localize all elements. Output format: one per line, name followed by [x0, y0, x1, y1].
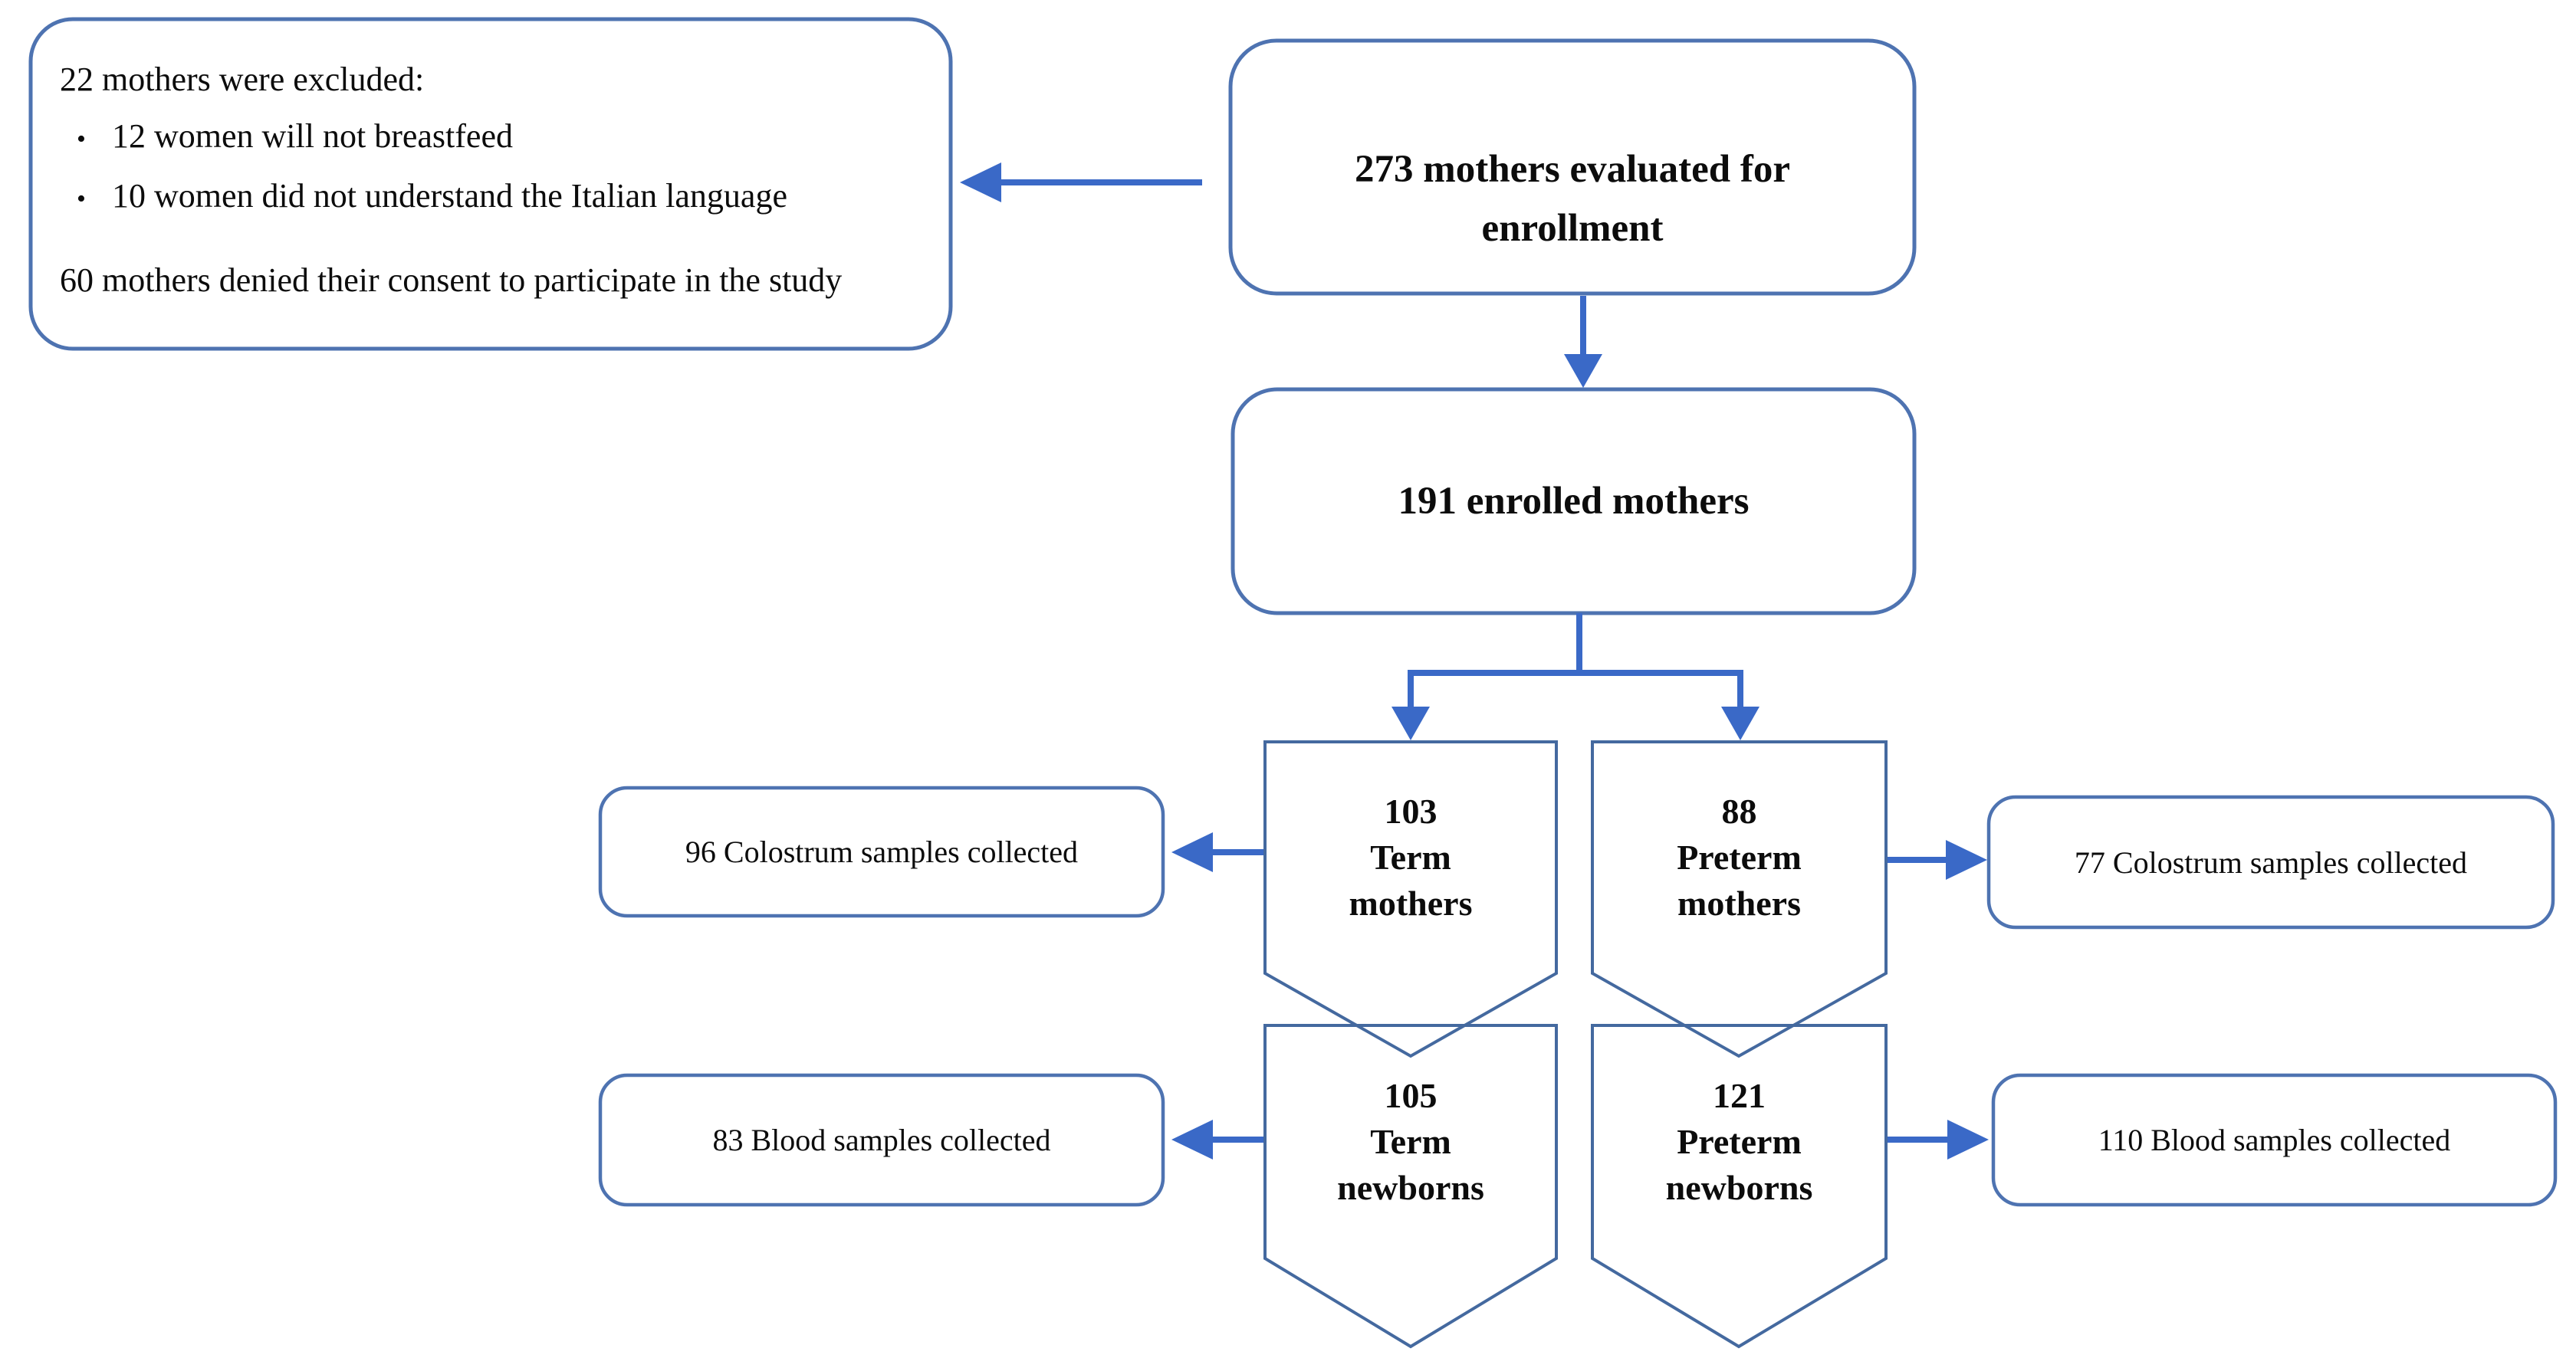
term-colostrum-box: 96 Colostrum samples collected [600, 788, 1163, 916]
arrow-pretermnb-to-blood [1888, 1120, 1989, 1160]
excluded-box-shape [28, 17, 953, 351]
arrow-preterm-to-colostrum [1888, 840, 1987, 880]
preterm-colostrum-box-shape [1986, 795, 2555, 930]
preterm-newborns-shape [1591, 1024, 1888, 1349]
preterm-colostrum-label: 77 Colostrum samples collected [2074, 845, 2468, 880]
term-newborns-count: 105 [1384, 1076, 1438, 1115]
term-blood-box-shape [598, 1073, 1165, 1207]
preterm-blood-box: 110 Blood samples collected [1993, 1075, 2555, 1205]
excluded-box: 22 mothers were excluded: • 12 women wil… [31, 19, 951, 349]
evaluated-box: 273 mothers evaluated for enrollment [1230, 41, 1914, 294]
evaluated-label: 273 mothers evaluated for enrollment [1355, 148, 1790, 250]
preterm-mothers-count: 88 [1721, 792, 1757, 831]
enrolled-box: 191 enrolled mothers [1233, 389, 1914, 613]
excluded-footer: 60 mothers denied their consent to parti… [60, 261, 843, 299]
preterm-colostrum-box: 77 Colostrum samples collected [1989, 797, 2553, 927]
arrow-term-to-colostrum [1171, 832, 1263, 872]
excluded-bullet-item: • 10 women did not understand the Italia… [60, 168, 935, 228]
bullet-dot: • [77, 185, 86, 213]
preterm-mothers-line: Preterm [1677, 838, 1802, 877]
term-newborns-node: 105 Term newborns [1265, 1025, 1556, 1258]
term-mothers-node: 103 Term mothers [1265, 742, 1556, 973]
arrow-evaluated-to-enrolled [1564, 296, 1602, 388]
evaluated-box-shape [1228, 38, 1917, 296]
term-colostrum-label: 96 Colostrum samples collected [685, 835, 1079, 869]
excluded-bullet-item: • 12 women will not breastfeed [60, 108, 935, 168]
term-newborns-shape [1263, 1024, 1558, 1349]
preterm-newborns-node: 121 Preterm newborns [1592, 1025, 1886, 1258]
preterm-blood-box-shape [1991, 1073, 2558, 1207]
preterm-mothers-shape [1591, 740, 1888, 1058]
excluded-bullet-text: 10 women did not understand the Italian … [112, 177, 787, 215]
term-blood-label: 83 Blood samples collected [712, 1123, 1051, 1157]
arrow-termnb-to-blood [1171, 1120, 1263, 1160]
arrow-evaluated-to-excluded [960, 162, 1202, 202]
term-blood-box: 83 Blood samples collected [600, 1075, 1163, 1205]
enrolled-box-shape [1230, 387, 1917, 615]
preterm-newborns-count: 121 [1713, 1076, 1766, 1115]
excluded-title: 22 mothers were excluded: [60, 61, 425, 98]
preterm-newborns-line: newborns [1665, 1168, 1813, 1207]
preterm-mothers-node: 88 Preterm mothers [1592, 742, 1886, 973]
term-mothers-shape [1263, 740, 1558, 1058]
split-connector [1392, 613, 1760, 740]
term-colostrum-box-shape [598, 786, 1165, 918]
preterm-newborns-line: Preterm [1677, 1122, 1802, 1161]
bullet-dot: • [77, 125, 86, 153]
term-mothers-count: 103 [1384, 792, 1438, 831]
excluded-bullet-text: 12 women will not breastfeed [112, 117, 513, 155]
term-mothers-line: mothers [1349, 884, 1473, 923]
term-newborns-line: newborns [1337, 1168, 1484, 1207]
preterm-mothers-line: mothers [1677, 884, 1801, 923]
term-mothers-line: Term [1370, 838, 1451, 877]
enrolled-label: 191 enrolled mothers [1398, 479, 1750, 523]
term-newborns-line: Term [1370, 1122, 1451, 1161]
preterm-blood-label: 110 Blood samples collected [2098, 1123, 2451, 1157]
